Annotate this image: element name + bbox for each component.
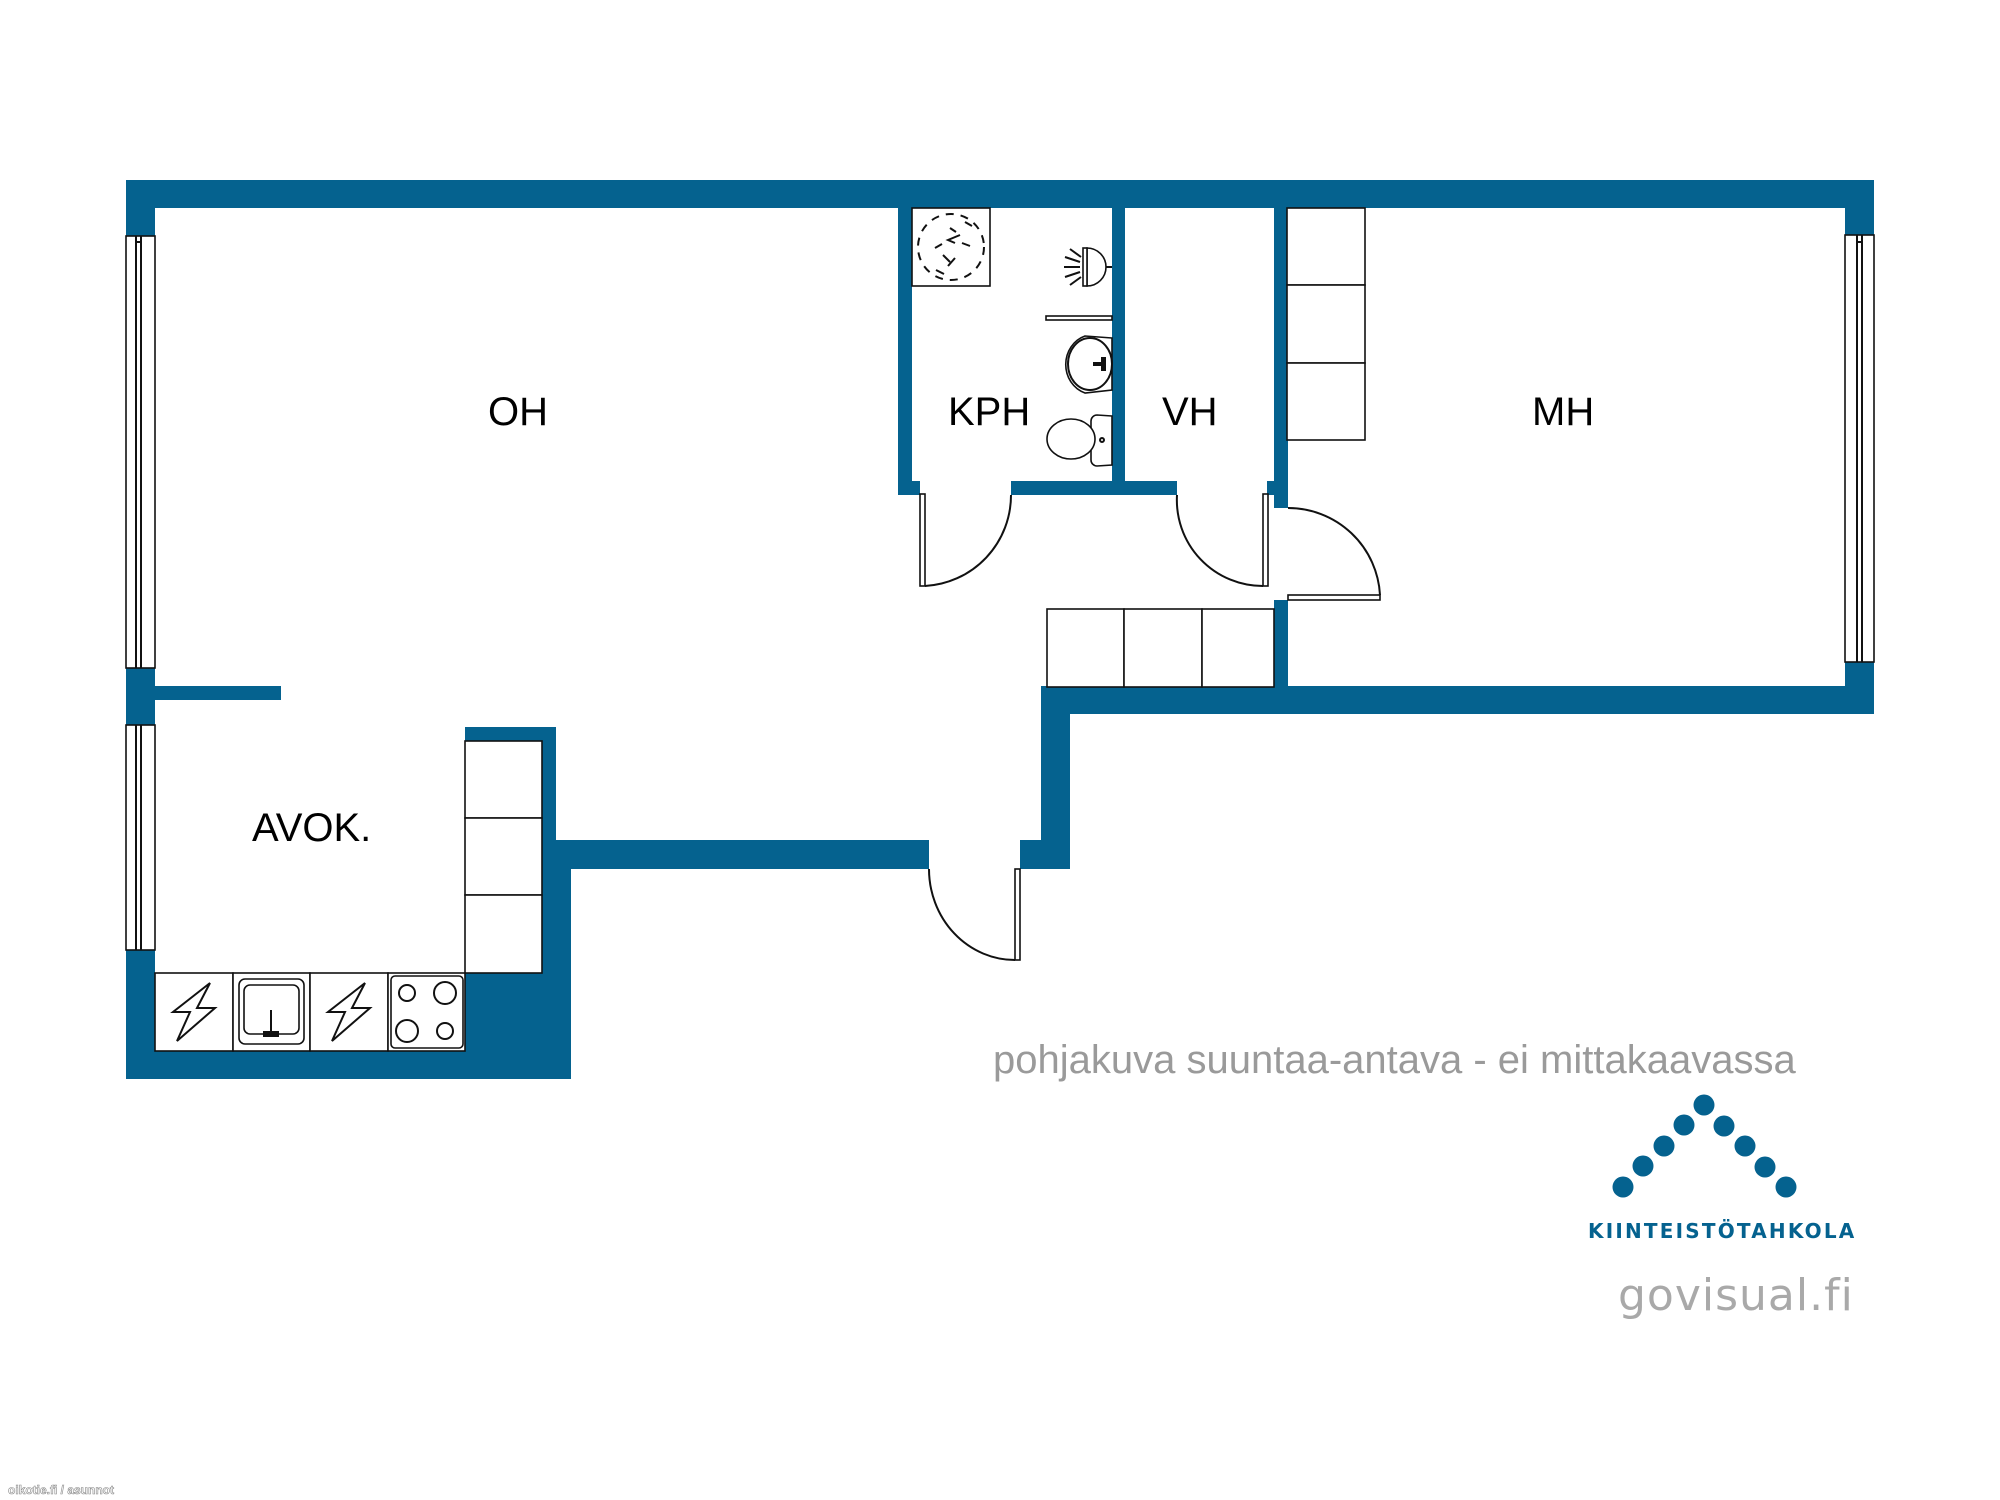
watermark-text: oikotie.fi / asunnot: [8, 1483, 115, 1498]
shower-icon: [911, 207, 991, 287]
door-entrance: [928, 868, 1021, 961]
kitchen-tall-cabinets: [464, 740, 543, 974]
kitchen-counter: [154, 972, 466, 1052]
wall-kph-stub: [898, 481, 920, 495]
wall-hall-bottom-left: [556, 840, 929, 869]
sink-icon: [238, 978, 305, 1045]
wall-kph-vh-divider: [1112, 180, 1125, 495]
walls: [126, 180, 1874, 1079]
wall-kitchen-outer: [556, 840, 571, 1079]
windows: [125, 234, 1875, 951]
credit-text: govisual.fi: [1618, 1270, 1854, 1321]
wall-step-vertical: [1041, 686, 1070, 869]
electric-appliance-icon: [170, 982, 218, 1042]
wardrobes-hall: [1046, 608, 1275, 688]
room-label-avok: AVOK.: [252, 806, 371, 850]
wall-mh-left-bottom: [1274, 600, 1288, 714]
door-mh: [1287, 506, 1381, 601]
wall-bottom-right: [1041, 686, 1874, 714]
shower-curtain-rail: [1045, 315, 1113, 321]
window-left-upper: [125, 235, 156, 669]
wall-right-bottom: [1845, 662, 1874, 714]
wall-kph-left: [898, 180, 912, 495]
wall-right-top: [1845, 180, 1874, 235]
wall-kitchen-right: [465, 727, 556, 741]
roof-dots-icon: [1612, 1094, 1797, 1198]
wall-kitchen-corner: [465, 973, 571, 1079]
stove-icon: [390, 975, 464, 1049]
door-kph: [919, 493, 1013, 587]
shower-head-icon: [1064, 247, 1112, 287]
wall-left-top: [126, 180, 155, 236]
washbasin-icon: [1065, 335, 1113, 394]
wall-kitchen-stub: [155, 686, 281, 700]
room-label-mh: MH: [1532, 390, 1594, 434]
door-vh: [1175, 493, 1269, 588]
electric-appliance-icon: [325, 982, 373, 1042]
disclaimer-text: pohjakuva suuntaa-antava - ei mittakaava…: [993, 1038, 1796, 1082]
wall-left-pier: [126, 668, 155, 725]
room-label-oh: OH: [488, 390, 548, 434]
window-left-lower: [125, 724, 156, 951]
wall-top: [126, 180, 1874, 208]
wardrobes-mh: [1286, 207, 1366, 441]
window-right: [1844, 234, 1875, 663]
room-label-kph: KPH: [948, 390, 1030, 434]
doors: [919, 493, 1381, 961]
brand-name: KIINTEISTÖTAHKOLA: [1588, 1219, 1857, 1243]
wall-kph-bottom: [1011, 481, 1177, 495]
wall-kitchen-column: [542, 727, 556, 973]
toilet-icon: [1046, 414, 1113, 467]
room-label-vh: VH: [1162, 390, 1218, 434]
wall-mh-left-top: [1274, 180, 1288, 508]
